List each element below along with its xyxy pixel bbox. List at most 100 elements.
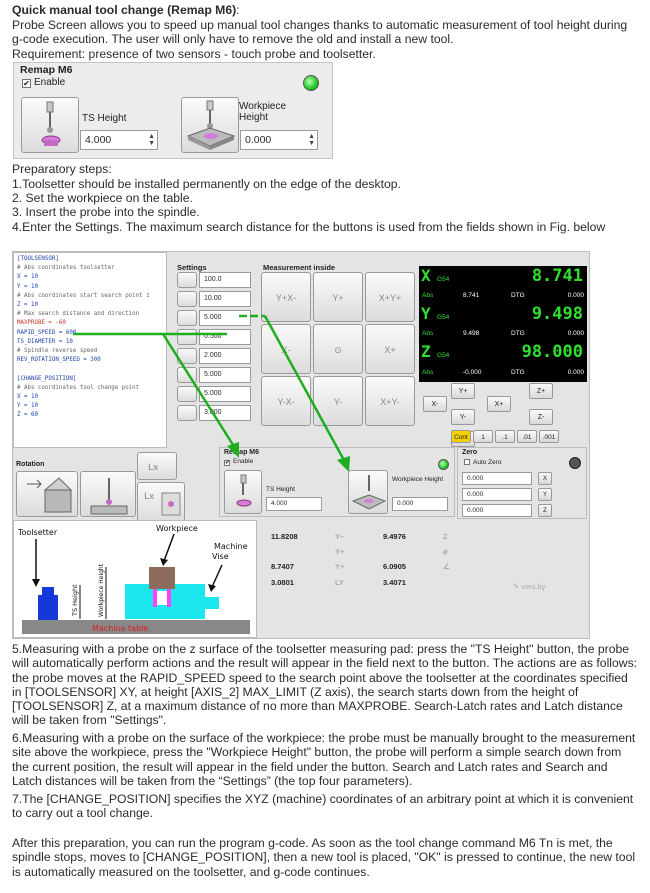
measure-button[interactable]: Y+X-: [261, 272, 311, 322]
vise-label-line: Vise: [212, 552, 229, 561]
workpiece-height-button[interactable]: [181, 97, 239, 153]
setting-field[interactable]: 5.000: [199, 310, 251, 326]
measure-button[interactable]: Y-X-: [261, 376, 311, 426]
increment-button[interactable]: 1: [473, 430, 493, 443]
dro-z-value: 98.000: [521, 342, 583, 362]
increment-button[interactable]: .001: [539, 430, 559, 443]
ts-height-button[interactable]: [21, 97, 79, 153]
spin-arrows-icon[interactable]: ▲▼: [148, 133, 155, 147]
zero-x-value: 0.000: [467, 475, 484, 482]
dro-y-abs: 9.498: [463, 330, 480, 337]
lx-button[interactable]: Lx: [137, 482, 185, 522]
spin-arrows-icon[interactable]: ▲▼: [308, 133, 315, 147]
inner-ts-height-value: 4.000: [271, 500, 288, 507]
increment-button[interactable]: .01: [517, 430, 537, 443]
setting-field[interactable]: 0.500: [199, 329, 251, 345]
dro-z-dtg: 0.000: [567, 369, 584, 376]
inner-ts-height-field[interactable]: 4.000: [266, 497, 322, 511]
setting-field[interactable]: 5.000: [199, 386, 251, 402]
zero-x-button[interactable]: X: [538, 472, 552, 485]
dro-dtg-label: DTG: [511, 330, 525, 337]
measure-button[interactable]: Y+: [313, 272, 363, 322]
lx-button-top[interactable]: Lx: [137, 452, 177, 480]
jog-z-plus-button[interactable]: Z+: [529, 383, 553, 399]
workpiece-height-value: 0.000: [245, 134, 272, 146]
measure-button[interactable]: X+Y+: [365, 272, 415, 322]
dro-x-letter: X: [421, 266, 431, 285]
inner-status-led-icon: [438, 459, 449, 470]
setting-icon: [177, 367, 197, 383]
setting-icon: [177, 348, 197, 364]
length-x-icon: Lx: [148, 463, 159, 473]
inner-remap-title: Remap M6: [224, 449, 260, 456]
zero-y-button[interactable]: Y: [538, 488, 552, 501]
config-line: Z = 10: [17, 302, 38, 309]
config-line: [17, 365, 163, 374]
dro-dtg-label: DTG: [511, 369, 525, 376]
setting-field[interactable]: 3.000: [199, 405, 251, 421]
setting-icon: [177, 272, 197, 288]
result-cell: 3.4071: [383, 578, 406, 587]
workpiece-height-diagram-label: Workpiece Height: [98, 563, 105, 617]
enable-checkbox[interactable]: ✔Enable: [22, 77, 65, 88]
config-line: # Spindle reverse speed: [17, 348, 98, 355]
vise-label-line: Machine: [214, 542, 248, 551]
inner-workpiece-button[interactable]: [348, 470, 388, 514]
status-led-icon: [303, 75, 319, 91]
measure-button[interactable]: ⊙: [313, 324, 363, 374]
config-line: X = 10: [17, 274, 38, 281]
inner-enable-checkbox[interactable]: ✔Enable: [224, 458, 253, 466]
final-paragraph: After this preparation, you can run the …: [12, 836, 636, 879]
setting-field[interactable]: 10.00: [199, 291, 251, 307]
config-line: [TOOLSENSOR]: [17, 256, 59, 262]
probe-workpiece-icon: [186, 100, 236, 150]
setting-icon: [177, 291, 197, 307]
step-6: 6.Measuring with a probe on the surface …: [12, 731, 636, 788]
jog-y-plus-button[interactable]: Y+: [451, 383, 475, 399]
auto-zero-checkbox[interactable]: Auto Zero: [464, 459, 502, 466]
step-5: 5.Measuring with a probe on the z surfac…: [12, 642, 638, 728]
zero-field-z[interactable]: 0.000: [462, 504, 532, 517]
measure-button[interactable]: X+: [365, 324, 415, 374]
prep-title: Preparatory steps:: [12, 162, 112, 176]
setting-field[interactable]: 5.000: [199, 367, 251, 383]
angle-icon: ∠: [443, 562, 450, 571]
increment-button[interactable]: .1: [495, 430, 515, 443]
rotation-button-2[interactable]: [80, 471, 136, 517]
measure-button[interactable]: X+Y-: [365, 376, 415, 426]
measure-button[interactable]: Y-: [313, 376, 363, 426]
setting-field[interactable]: 100.0: [199, 272, 251, 288]
zero-field-y[interactable]: 0.000: [462, 488, 532, 501]
zero-z-button[interactable]: Z: [538, 504, 552, 517]
ts-height-field[interactable]: 4.000 ▲▼: [80, 130, 158, 150]
zero-z-value: 0.000: [467, 507, 484, 514]
increment-button[interactable]: Cont: [451, 430, 471, 443]
jog-x-minus-button[interactable]: X-: [423, 396, 447, 412]
brand-label: ✎ vers.by: [513, 582, 546, 591]
zero-field-x[interactable]: 0.000: [462, 472, 532, 485]
dro-z-letter: Z: [421, 342, 431, 361]
config-line: TS_DIAMETER = 10: [17, 338, 73, 345]
dro-x-dtg: 0.000: [567, 292, 584, 299]
config-line: [CHANGE_POSITION]: [17, 375, 77, 382]
jog-y-minus-button[interactable]: Y-: [451, 409, 475, 425]
rotation-button-1[interactable]: [16, 471, 78, 517]
dro-z-abs: -0.000: [463, 369, 482, 376]
jog-z-minus-button[interactable]: Z-: [529, 409, 553, 425]
setting-field[interactable]: 2.000: [199, 348, 251, 364]
inner-workpiece-field[interactable]: 0.000: [392, 497, 448, 511]
diameter-icon: ⌀: [443, 547, 448, 556]
dro-display: X G54 8.741 Abs 8.741 DTG 0.000 Y G54 9.…: [419, 266, 587, 382]
config-ini-block: [TOOLSENSOR]# Abs coordinates toolsetter…: [13, 252, 167, 448]
dro-y-g54: G54: [437, 314, 450, 321]
workpiece-height-field[interactable]: 0.000 ▲▼: [240, 130, 318, 150]
rotation-title: Rotation: [16, 461, 45, 468]
result-cell: 6.0905: [383, 562, 406, 571]
jog-x-plus-button[interactable]: X+: [487, 396, 511, 412]
result-cell: 11.8208: [271, 532, 298, 541]
step-4: 4.Enter the Settings. The maximum search…: [12, 220, 606, 234]
inner-ts-height-button[interactable]: [224, 470, 262, 514]
measure-button[interactable]: X-: [261, 324, 311, 374]
